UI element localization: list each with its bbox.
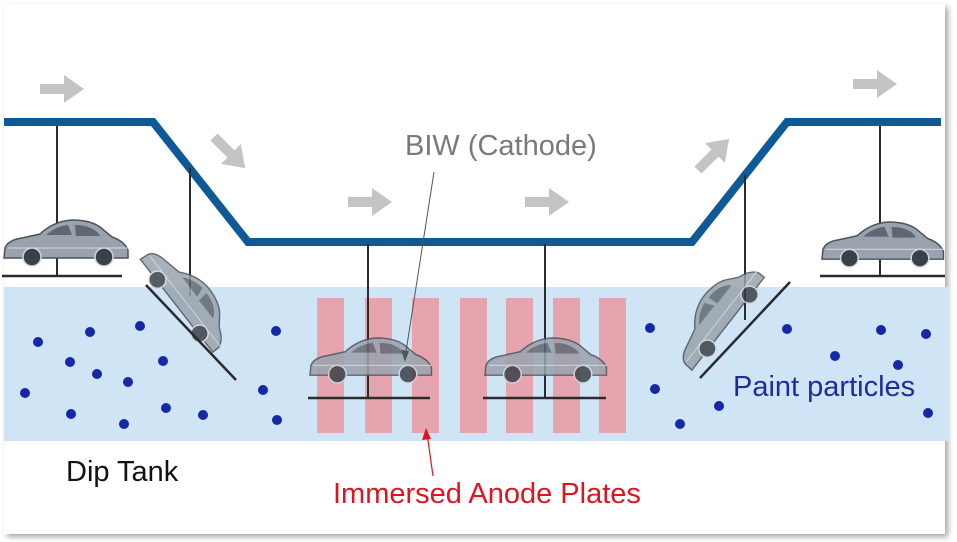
cathode-label: BIW (Cathode) — [405, 130, 597, 162]
particle-dot — [65, 357, 75, 367]
hanger-5 — [662, 175, 791, 379]
anode-pointer-line — [426, 432, 434, 477]
particle-dot — [198, 410, 208, 420]
particle-dot — [85, 327, 95, 337]
particle-dot — [714, 401, 724, 411]
hanger-6 — [820, 126, 945, 278]
hanger-4 — [483, 244, 608, 400]
cathode-pointer-line — [404, 171, 435, 359]
particle-dot — [135, 321, 145, 331]
dip-tank-label: Dip Tank — [66, 456, 179, 488]
particle-dot — [20, 388, 30, 398]
particle-dot — [645, 323, 655, 333]
particle-dot — [158, 356, 168, 366]
hanger-2 — [133, 168, 242, 381]
conveyor-track — [4, 118, 941, 246]
particle-dot — [66, 409, 76, 419]
hanger-1 — [2, 126, 129, 278]
particle-dot — [675, 419, 685, 429]
anode-plates-label: Immersed Anode Plates — [333, 478, 641, 510]
particle-dot — [923, 408, 933, 418]
particle-dot — [782, 324, 792, 334]
particle-dot — [830, 351, 840, 361]
particle-dot — [258, 385, 268, 395]
particle-dot — [92, 369, 102, 379]
particle-dot — [33, 337, 43, 347]
particle-dot — [271, 326, 281, 336]
particle-dot — [272, 415, 282, 425]
anode-pointer-head — [422, 428, 431, 440]
hanger-3 — [308, 244, 433, 400]
paint-particles-label: Paint particles — [733, 371, 916, 403]
slide-frame — [4, 4, 945, 534]
cathode-pointer-head — [401, 350, 409, 362]
particle-dot — [893, 360, 903, 370]
particle-dot — [123, 377, 133, 387]
particle-dot — [650, 384, 660, 394]
anode-plate — [460, 298, 487, 433]
particle-dot — [921, 329, 931, 339]
particle-dot — [161, 403, 171, 413]
particle-dot — [876, 325, 886, 335]
paint-particles — [20, 321, 933, 429]
particle-dot — [119, 419, 129, 429]
